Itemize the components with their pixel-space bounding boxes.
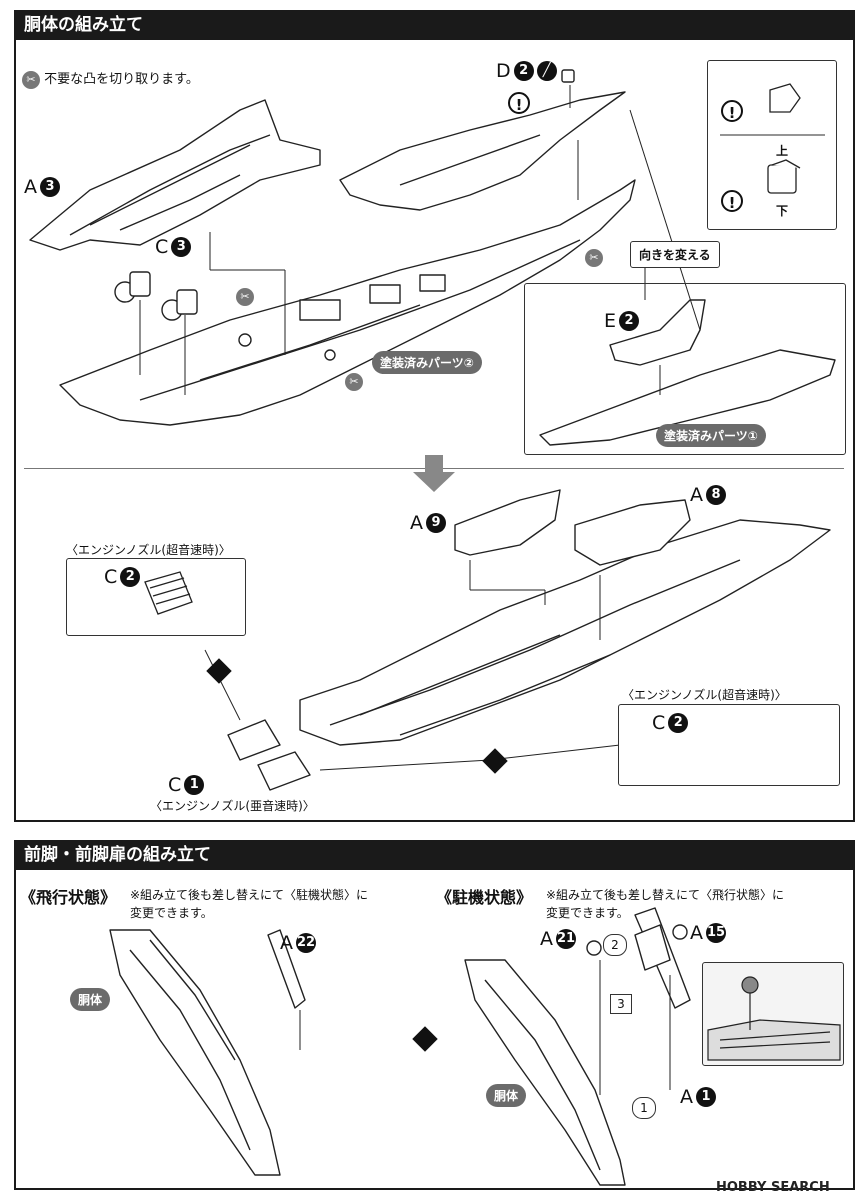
step-marker-1: 1 [632, 1097, 656, 1119]
label-c2-right-letter: C [652, 712, 666, 734]
rotated-view-box [524, 283, 846, 455]
part-a8-shape [574, 499, 691, 566]
label-c2-left: C 2 [104, 566, 141, 588]
nipper-icon-hull-bottom: ✂ [345, 370, 363, 391]
label-c2-left-number: 2 [120, 567, 141, 587]
step-divider [24, 468, 844, 469]
label-a22-number: 22 [296, 933, 316, 953]
inset-bottom-label: 下 [776, 204, 789, 218]
flight-body-label: 胴体 [70, 988, 111, 1011]
painted-part-1-shape [539, 349, 836, 446]
label-a1-number: 1 [696, 1087, 716, 1107]
change-direction-label: 向きを変える [630, 241, 720, 268]
label-a21-letter: A [540, 928, 553, 950]
label-d2-letter: D [496, 60, 511, 82]
label-c1-number: 1 [184, 775, 205, 795]
flight-fuselage-shape [109, 929, 281, 1176]
section-title-nose-gear: 前脚・前脚扉の組み立て [14, 840, 855, 870]
label-a8-number: 8 [706, 485, 726, 505]
label-a3: A 3 [24, 176, 60, 198]
part-a3-shape [29, 99, 321, 251]
part-d2-shape [339, 91, 626, 211]
label-a3-letter: A [24, 176, 37, 198]
label-e2: E 2 [604, 310, 640, 332]
label-d2-number: 2 [513, 61, 534, 81]
label-a21-number: 21 [556, 929, 576, 949]
watermark: HOBBY SEARCH [716, 1180, 830, 1195]
label-c1: C 1 [168, 774, 205, 796]
section-frame-nose-gear [14, 840, 855, 1190]
nozzle-supersonic-left-title: 〈エンジンノズル(超音速時)〉 [66, 543, 231, 557]
label-c1-letter: C [168, 774, 182, 796]
flight-state-title: 《飛行状態》 [20, 888, 117, 907]
inset-top-label: 上 [776, 144, 789, 158]
painted-part-2-label: 塗装済みパーツ② [372, 351, 482, 374]
flight-note-line1: ※組み立て後も差し替えにて〈駐機状態〉に [130, 888, 369, 902]
label-a3-number: 3 [40, 177, 60, 197]
part-a22-shape [267, 929, 306, 1009]
label-a1: A 1 [680, 1086, 716, 1108]
painted-part-1-label: 塗装済みパーツ① [656, 424, 766, 447]
flight-state-note: ※組み立て後も差し替えにて〈駐機状態〉に 変更できます。 [130, 886, 368, 922]
label-a9-letter: A [410, 512, 423, 534]
lower-hull-shape [59, 179, 636, 426]
label-e2-number: 2 [619, 311, 640, 331]
nozzle-supersonic-right-box [618, 704, 840, 786]
paint-icon: ╱ [536, 61, 557, 81]
flight-note-line2: 変更できます。 [130, 906, 213, 920]
step-marker-3: 3 [610, 994, 632, 1014]
label-a15: A 15 [690, 922, 726, 944]
nozzle-subsonic-title: 〈エンジンノズル(亜音速時)〉 [150, 799, 315, 813]
label-a1-letter: A [680, 1086, 693, 1108]
label-c3-letter: C [155, 236, 169, 258]
label-e2-letter: E [604, 310, 617, 332]
nozzle-supersonic-right-title: 〈エンジンノズル(超音速時)〉 [622, 688, 787, 702]
label-a8: A 8 [690, 484, 726, 506]
parked-state-note: ※組み立て後も差し替えにて〈飛行状態〉に 変更できます。 [546, 886, 784, 922]
parked-detail-inset [702, 962, 844, 1066]
cut-note: ✂ 不要な凸を切り取ります。 [22, 68, 199, 89]
parked-body-label: 胴体 [486, 1084, 527, 1107]
parked-fuselage-shape [464, 959, 626, 1186]
label-a21: A 21 [540, 928, 576, 950]
nipper-icon: ✂ [22, 71, 40, 89]
parked-note-line2: 変更できます。 [546, 906, 629, 920]
part-a9-shape [454, 489, 561, 556]
label-c3: C 3 [155, 236, 192, 258]
step-marker-2: 2 [603, 934, 627, 956]
nipper-icon-hull-mid: ✂ [236, 285, 254, 306]
label-c3-number: 3 [171, 237, 192, 257]
label-a22: A 22 [280, 932, 316, 954]
label-c2-right: C 2 [652, 712, 689, 734]
cut-note-text: 不要な凸を切り取ります。 [44, 72, 199, 87]
label-a9-number: 9 [426, 513, 446, 533]
nozzle-supersonic-left-box [66, 558, 246, 636]
section-frame-body [14, 10, 855, 822]
label-a15-number: 15 [706, 923, 726, 943]
label-a15-letter: A [690, 922, 703, 944]
warning-icon-inset-top: ! [721, 100, 743, 122]
label-c2-right-number: 2 [668, 713, 689, 733]
nipper-icon-hull-right: ✂ [585, 246, 603, 267]
section-title-body-assembly: 胴体の組み立て [14, 10, 855, 40]
parked-state-title: 《駐機状態》 [436, 888, 533, 907]
label-a8-letter: A [690, 484, 703, 506]
label-c2-left-letter: C [104, 566, 118, 588]
label-a9: A 9 [410, 512, 446, 534]
warning-icon-inset-bottom: ! [721, 190, 743, 212]
label-a22-letter: A [280, 932, 293, 954]
warning-icon-d2: ! [508, 92, 530, 114]
parked-note-line1: ※組み立て後も差し替えにて〈飛行状態〉に [546, 888, 785, 902]
label-d2: D 2 ╱ [496, 60, 557, 82]
